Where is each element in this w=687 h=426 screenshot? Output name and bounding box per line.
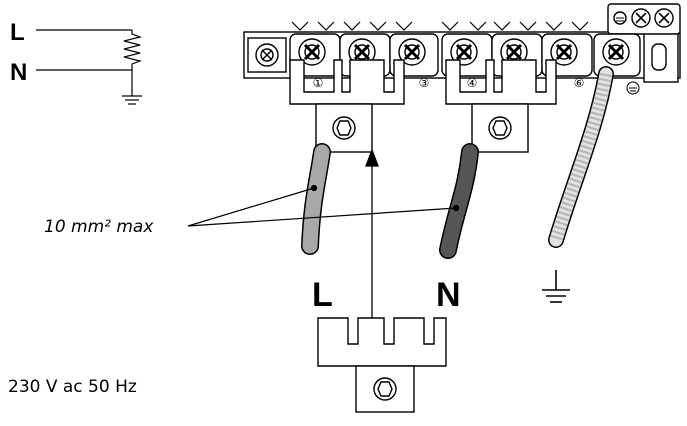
live-cable-label: L [312,276,333,314]
spare-screw-icon [255,43,279,67]
earth-tab-screw-icon [613,11,627,25]
schematic-legend [36,29,143,105]
neutral-bridge-link [445,59,557,153]
earth-terminal-screw-icon [602,38,630,66]
legend-line-label: L [10,19,25,46]
live-cable [301,143,331,255]
earth-icon [542,270,570,303]
load-resistor-symbol [123,30,143,70]
terminal-number: ① [313,76,324,90]
loose-bridge-link [317,317,447,413]
earth-symbol-icon [626,81,640,95]
terminal-block [243,3,681,95]
live-bridge-link [289,59,405,153]
terminal-screw-icon [450,38,478,66]
legend-neutral-label: N [10,59,27,86]
terminal-number: ④ [467,76,478,90]
install-arrow [365,148,379,332]
neutral-cable-label: N [436,276,461,314]
terminal-screw-icon [398,38,426,66]
neutral-cable [439,143,479,259]
supply-rating: 230 V ac 50 Hz [8,377,137,397]
terminal-screw-icon [298,38,326,66]
earth-tab-nut-icon [631,8,674,28]
terminal-screw-icon [550,38,578,66]
incoming-wire-stubs [291,21,589,31]
legend-earth-icon [122,95,142,105]
cable-size-pointers [187,184,460,227]
terminal-number: ③ [419,76,430,90]
terminal-screw-icon [500,38,528,66]
cable-size-label: 10 mm² max [44,217,154,237]
terminal-screw-icon [348,38,376,66]
terminal-number: ⑥ [574,76,585,90]
earth-cable [548,66,614,248]
